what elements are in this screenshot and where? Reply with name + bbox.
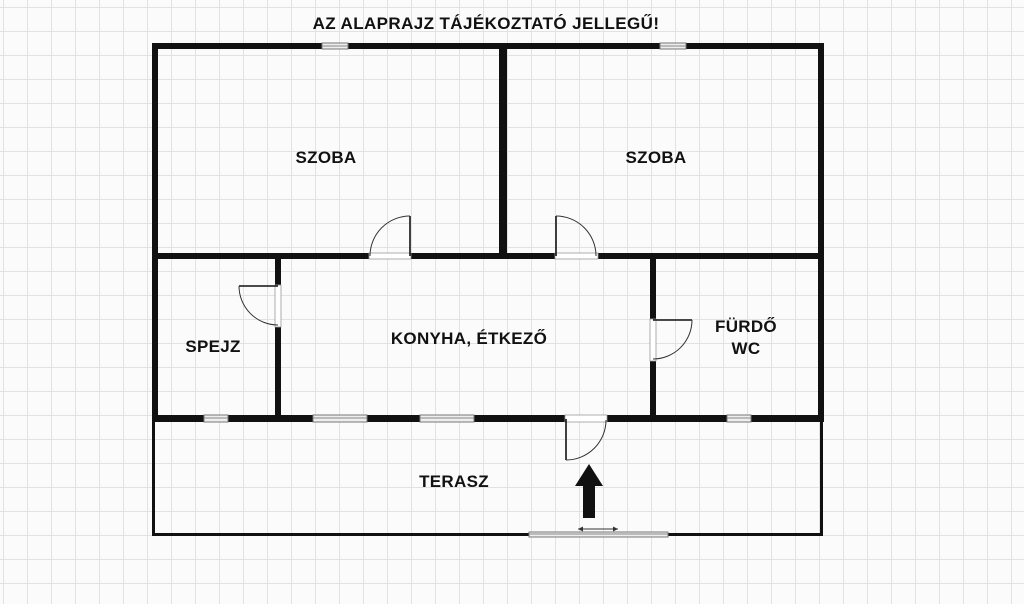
wall-spejz [275, 253, 281, 422]
room-label-konyha: KONYHA, ÉTKEZŐ [391, 329, 547, 348]
terrace-right [820, 422, 823, 536]
window-spejz [203, 414, 229, 423]
window-terrace-bottom [528, 531, 669, 538]
wall-right [818, 43, 824, 422]
room-label-terasz: TERASZ [419, 472, 489, 491]
windows [203, 42, 752, 538]
wall-middle [152, 253, 824, 259]
door-spejz [238, 284, 282, 328]
room-label-szoba-left: SZOBA [296, 148, 357, 167]
door-szoba-right [554, 215, 599, 260]
room-label-szoba-right: SZOBA [626, 148, 687, 167]
door-furdo [649, 318, 693, 362]
sliding-door-icon [578, 526, 618, 532]
arrow-up-icon [575, 464, 603, 518]
door-entrance [564, 414, 608, 461]
wall-room-divider [499, 43, 507, 258]
room-label-furdo: FÜRDŐ [715, 317, 777, 336]
doors [238, 215, 693, 461]
room-label-wc: WC [732, 339, 761, 358]
window-top-left [321, 42, 349, 50]
plan-title: AZ ALAPRAJZ TÁJÉKOZTATÓ JELLEGŰ! [313, 14, 660, 33]
window-furdo [726, 414, 752, 423]
window-konyha-2 [419, 414, 475, 423]
wall-bottom-house [152, 415, 824, 422]
window-konyha-1 [312, 414, 368, 423]
terrace-left [152, 422, 155, 536]
room-label-spejz: SPEJZ [185, 337, 240, 356]
wall-top [152, 43, 824, 49]
walls [152, 43, 824, 536]
wall-left [152, 43, 158, 422]
terrace-bottom [152, 533, 823, 536]
window-top-right [659, 42, 687, 50]
door-szoba-left [368, 215, 412, 260]
